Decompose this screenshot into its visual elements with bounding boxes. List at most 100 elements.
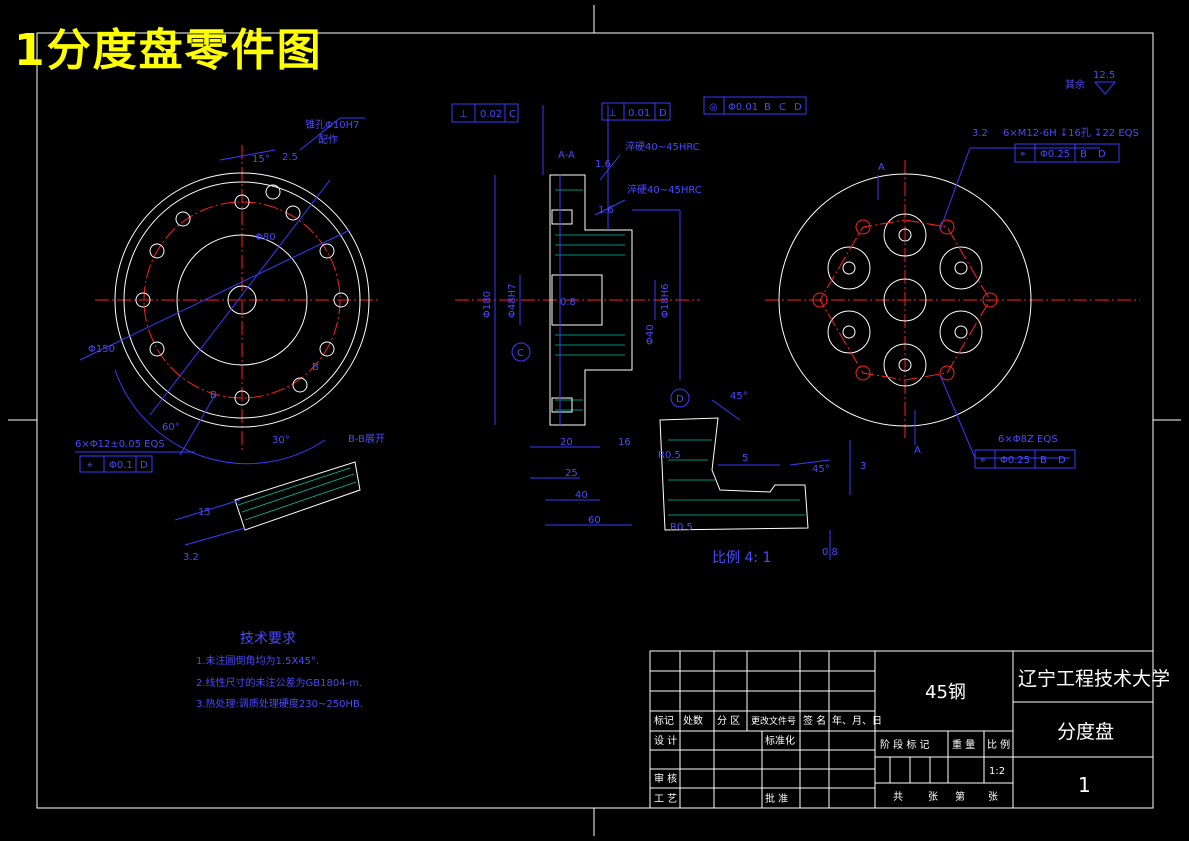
svg-text:Φ18H6: Φ18H6 bbox=[660, 284, 671, 318]
svg-text:3: 3 bbox=[860, 461, 866, 472]
sheet-border bbox=[36, 32, 1154, 809]
svg-text:B: B bbox=[764, 102, 771, 113]
svg-text:D: D bbox=[1098, 149, 1106, 160]
svg-text:设 计: 设 计 bbox=[654, 734, 677, 747]
svg-text:B: B bbox=[1040, 455, 1047, 466]
svg-text:15: 15 bbox=[198, 507, 211, 518]
title-block: 标记 处数 分 区 更改文件号 签 名 年、月、日 设 计 标准化 审 核 工 … bbox=[649, 650, 1170, 809]
svg-text:0.01: 0.01 bbox=[628, 108, 650, 119]
svg-text:3.2: 3.2 bbox=[972, 128, 988, 139]
part-name: 分度盘 bbox=[1057, 721, 1114, 743]
svg-text:◎: ◎ bbox=[709, 102, 718, 113]
svg-text:Φ0.25: Φ0.25 bbox=[1040, 149, 1070, 160]
svg-text:1.6: 1.6 bbox=[598, 205, 614, 216]
material: 45钢 bbox=[925, 682, 966, 703]
svg-text:D: D bbox=[659, 108, 667, 119]
svg-text:1.6: 1.6 bbox=[595, 159, 611, 170]
svg-text:60°: 60° bbox=[162, 422, 180, 433]
svg-text:⌖: ⌖ bbox=[1020, 149, 1026, 160]
svg-text:⌖: ⌖ bbox=[980, 455, 986, 466]
svg-text:更改文件号: 更改文件号 bbox=[751, 715, 796, 727]
svg-text:D: D bbox=[1058, 455, 1066, 466]
svg-text:共: 共 bbox=[893, 791, 903, 803]
svg-text:B: B bbox=[312, 362, 319, 373]
svg-text:C: C bbox=[779, 102, 786, 113]
left-view: 锥孔Φ10H7 配作 15° 2.5 Φ80 Φ150 B B 60° 30° … bbox=[75, 117, 385, 473]
svg-text:批 准: 批 准 bbox=[765, 792, 788, 805]
section-view: A-A ⊥ 0.02 C ⊥ 0.01 D ◎ Φ0.01 B C D 1.6 … bbox=[451, 96, 807, 526]
svg-text:标记: 标记 bbox=[654, 715, 674, 727]
svg-text:5: 5 bbox=[742, 453, 748, 464]
svg-text:D: D bbox=[140, 460, 148, 471]
svg-text:1:2: 1:2 bbox=[989, 766, 1005, 777]
svg-text:2.线性尺寸的未注公差为GB1804-m.: 2.线性尺寸的未注公差为GB1804-m. bbox=[196, 676, 362, 689]
svg-text:阶 段 标 记: 阶 段 标 记 bbox=[880, 738, 930, 751]
svg-text:Φ0.1: Φ0.1 bbox=[109, 460, 133, 471]
svg-text:⊥: ⊥ bbox=[608, 108, 617, 119]
svg-text:张: 张 bbox=[988, 791, 998, 803]
hole-note: 6×Φ12±0.05 EQS bbox=[75, 439, 165, 450]
right-view: 其余 12.5 3.2 6×M12-6H ↧16孔 ↧22 EQS ⌖ Φ0.2… bbox=[765, 70, 1140, 469]
drawing-title: 1分度盘零件图 bbox=[14, 25, 323, 76]
svg-text:锥孔Φ10H7: 锥孔Φ10H7 bbox=[305, 119, 359, 131]
drawing-number: 1 bbox=[1078, 773, 1091, 797]
svg-text:分 区: 分 区 bbox=[717, 715, 740, 727]
svg-text:C: C bbox=[517, 348, 524, 359]
svg-text:签 名: 签 名 bbox=[803, 714, 826, 727]
expanded-view: 15 3.2 bbox=[174, 461, 361, 563]
svg-text:Φ180: Φ180 bbox=[482, 291, 493, 318]
svg-text:45°: 45° bbox=[812, 464, 830, 475]
svg-text:12.5: 12.5 bbox=[1093, 70, 1115, 81]
svg-text:Φ40: Φ40 bbox=[645, 324, 656, 345]
tech-requirements: 技术要求 1.未注圆倒角均为1.5X45°. 2.线性尺寸的未注公差为GB180… bbox=[196, 631, 363, 710]
svg-text:B: B bbox=[210, 390, 217, 401]
svg-text:⌖: ⌖ bbox=[87, 460, 93, 471]
svg-text:比 例: 比 例 bbox=[987, 738, 1010, 751]
svg-text:30°: 30° bbox=[272, 435, 290, 446]
svg-text:第: 第 bbox=[955, 790, 965, 803]
svg-text:Φ48H7: Φ48H7 bbox=[507, 284, 518, 318]
svg-text:3.2: 3.2 bbox=[183, 552, 199, 563]
svg-text:A: A bbox=[878, 162, 885, 173]
svg-text:Φ80: Φ80 bbox=[255, 232, 276, 243]
svg-text:60: 60 bbox=[588, 515, 601, 526]
svg-text:其余: 其余 bbox=[1065, 78, 1085, 91]
svg-text:淬硬40~45HRC: 淬硬40~45HRC bbox=[627, 183, 702, 196]
svg-text:20: 20 bbox=[560, 437, 573, 448]
svg-text:A: A bbox=[914, 445, 921, 456]
svg-text:配作: 配作 bbox=[318, 134, 338, 146]
svg-text:Φ150: Φ150 bbox=[88, 344, 115, 355]
svg-text:张: 张 bbox=[928, 791, 938, 803]
school-name: 辽宁工程技术大学 bbox=[1018, 668, 1170, 690]
svg-text:0.8: 0.8 bbox=[560, 297, 576, 308]
svg-text:审 核: 审 核 bbox=[654, 772, 677, 785]
detail-view: 45° 45° 5 3 R0.5 R0.5 0.8 比例 4: 1 bbox=[658, 391, 866, 566]
svg-text:A-A: A-A bbox=[558, 150, 575, 161]
svg-text:工 艺: 工 艺 bbox=[654, 793, 677, 805]
svg-text:D: D bbox=[676, 394, 684, 405]
svg-text:重 量: 重 量 bbox=[952, 738, 975, 751]
svg-text:2.5: 2.5 bbox=[282, 152, 298, 163]
svg-text:年、月、日: 年、月、日 bbox=[832, 714, 882, 727]
svg-text:R0.5: R0.5 bbox=[658, 450, 681, 461]
svg-text:40: 40 bbox=[575, 490, 588, 501]
svg-text:Φ0.01: Φ0.01 bbox=[728, 102, 758, 113]
thread-note: 6×M12-6H ↧16孔 ↧22 EQS bbox=[1003, 127, 1139, 139]
svg-text:处数: 处数 bbox=[683, 714, 703, 727]
svg-text:R0.5: R0.5 bbox=[670, 522, 693, 533]
svg-text:6×Φ8Z EQS: 6×Φ8Z EQS bbox=[998, 434, 1058, 445]
svg-text:C: C bbox=[509, 109, 516, 120]
svg-text:15°: 15° bbox=[252, 154, 270, 165]
svg-text:0.02: 0.02 bbox=[480, 109, 502, 120]
svg-text:B-B展开: B-B展开 bbox=[348, 433, 385, 445]
svg-text:45°: 45° bbox=[730, 391, 748, 402]
svg-text:25: 25 bbox=[565, 468, 578, 479]
detail-scale: 比例 4: 1 bbox=[712, 550, 771, 566]
svg-text:B: B bbox=[1080, 149, 1087, 160]
svg-text:标准化: 标准化 bbox=[765, 734, 795, 747]
svg-text:淬硬40~45HRC: 淬硬40~45HRC bbox=[625, 140, 700, 153]
svg-text:Φ0.25: Φ0.25 bbox=[1000, 455, 1030, 466]
svg-text:16: 16 bbox=[618, 437, 631, 448]
svg-text:0.8: 0.8 bbox=[822, 547, 838, 558]
